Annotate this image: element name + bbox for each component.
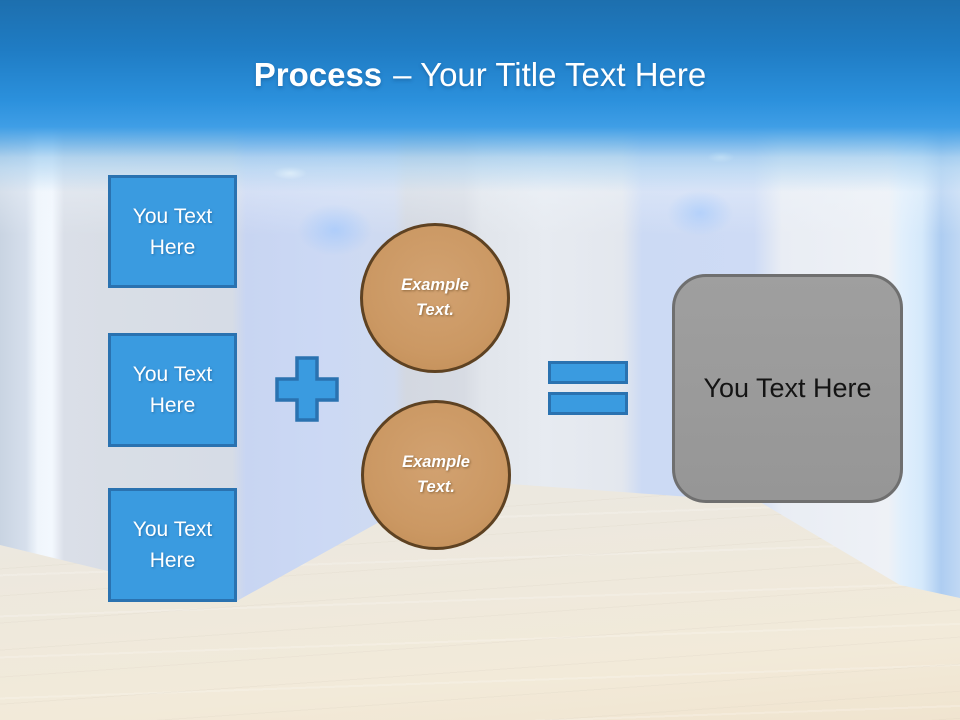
equals-icon-bar-top — [548, 361, 628, 384]
title-band — [0, 0, 960, 192]
example-circle-1-line-2: Text. — [416, 301, 454, 319]
slide-title[interactable]: Process – Your Title Text Here — [0, 56, 960, 94]
process-box-1-line-2: Here — [149, 235, 196, 259]
process-box-3-line-2: Here — [149, 549, 196, 572]
title-keyword: Process — [253, 56, 383, 93]
example-circle-2-line-1: Example — [402, 453, 470, 471]
plus-icon-shape — [275, 356, 339, 422]
result-box-label: You Text Here — [703, 373, 872, 403]
equals-icon[interactable] — [548, 361, 628, 415]
plus-icon[interactable] — [275, 356, 339, 422]
equals-icon-bar-bottom — [548, 392, 628, 415]
process-box-3[interactable]: You Text Here — [108, 488, 237, 602]
process-box-3-line-1: You Text — [132, 518, 213, 541]
process-box-1[interactable]: You Text Here — [108, 175, 237, 288]
example-circle-2-line-2: Text. — [417, 478, 455, 496]
process-box-2-line-2: Here — [149, 394, 196, 417]
process-box-1-line-1: You Text — [132, 204, 213, 228]
process-box-2[interactable]: You Text Here — [108, 333, 237, 447]
process-box-2-line-1: You Text — [132, 363, 213, 386]
example-circle-1[interactable]: Example Text. — [360, 223, 510, 373]
title-text: – Your Title Text Here — [393, 56, 707, 93]
example-circle-2[interactable]: Example Text. — [361, 400, 511, 550]
example-circle-1-line-1: Example — [401, 276, 469, 294]
result-box[interactable]: You Text Here — [672, 274, 903, 503]
